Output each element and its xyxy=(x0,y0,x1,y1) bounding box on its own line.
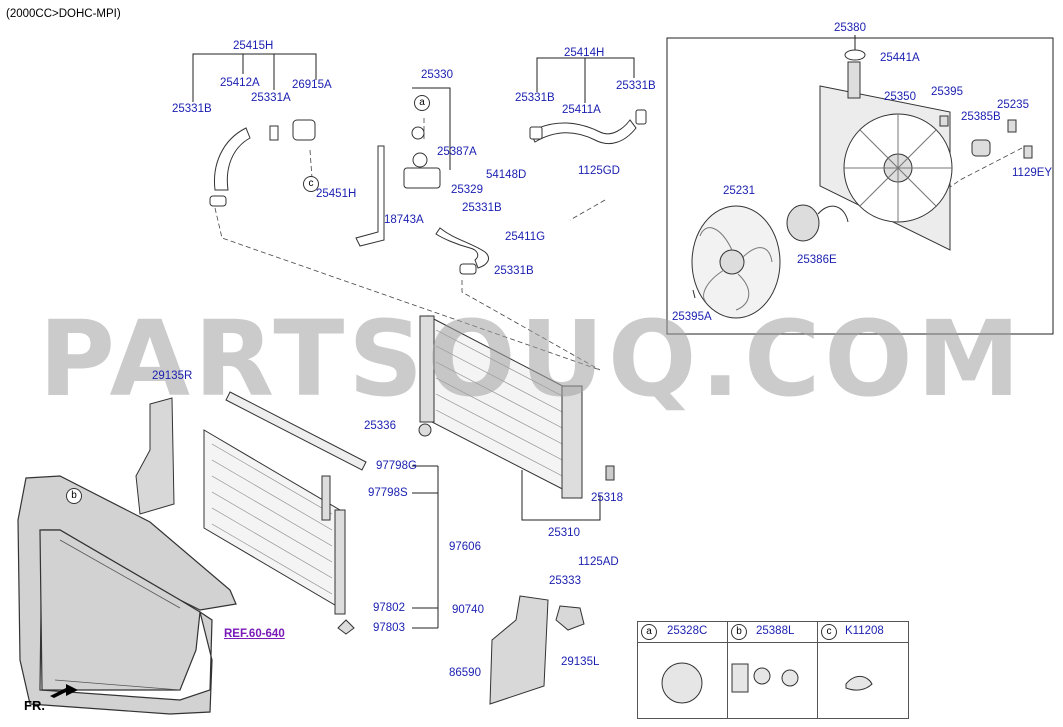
part-label-97798S[interactable]: 97798S xyxy=(368,487,408,499)
part-label-25380[interactable]: 25380 xyxy=(834,22,866,34)
part-label-25329[interactable]: 25329 xyxy=(451,184,483,196)
part-label-25330[interactable]: 25330 xyxy=(421,69,453,81)
part-label-25395A[interactable]: 25395A xyxy=(672,311,712,323)
part-label-25441A[interactable]: 25441A xyxy=(880,52,920,64)
part-label-54148D[interactable]: 54148D xyxy=(486,169,527,181)
part-label-1129EY[interactable]: 1129EY xyxy=(1012,167,1053,179)
part-label-25331B[interactable]: 25331B xyxy=(462,202,502,214)
part-label-25331B[interactable]: 25331B xyxy=(172,103,212,115)
part-label-25395[interactable]: 25395 xyxy=(931,86,963,98)
part-label-25387A[interactable]: 25387A xyxy=(437,146,477,158)
part-label-25318[interactable]: 25318 xyxy=(591,492,623,504)
legend-letter-a: a xyxy=(641,624,657,640)
part-label-25386E[interactable]: 25386E xyxy=(797,254,837,266)
part-label-25451H[interactable]: 25451H xyxy=(316,188,357,200)
part-label-1125GD[interactable]: 1125GD xyxy=(578,165,620,177)
part-label-25310[interactable]: 25310 xyxy=(548,527,580,539)
part-label-25415H[interactable]: 25415H xyxy=(233,40,274,52)
part-label-25331B[interactable]: 25331B xyxy=(515,92,555,104)
legend-letter-b: b xyxy=(731,624,747,640)
part-label-97798G[interactable]: 97798G xyxy=(376,460,417,472)
part-label-97802[interactable]: 97802 xyxy=(373,602,405,614)
legend-part-25388L[interactable]: 25388L xyxy=(756,625,795,637)
part-label-97803[interactable]: 97803 xyxy=(373,622,405,634)
part-label-25331A[interactable]: 25331A xyxy=(251,92,291,104)
front-arrow-icon xyxy=(50,684,78,698)
legend-letter-c: c xyxy=(821,624,837,640)
callout-b: b xyxy=(66,488,82,504)
legend-cell-a xyxy=(638,622,728,718)
callout-c: c xyxy=(303,176,319,192)
part-label-25350[interactable]: 25350 xyxy=(884,91,916,103)
part-label-29135L[interactable]: 29135L xyxy=(561,656,600,668)
part-label-26915A[interactable]: 26915A xyxy=(292,79,332,91)
callout-a: a xyxy=(414,95,430,111)
part-label-18743A[interactable]: 18743A xyxy=(384,214,424,226)
part-label-25414H[interactable]: 25414H xyxy=(564,47,605,59)
part-label-25333[interactable]: 25333 xyxy=(549,575,581,587)
part-label-25412A[interactable]: 25412A xyxy=(220,77,260,89)
part-label-1125AD[interactable]: 1125AD xyxy=(578,556,619,568)
fan-assembly-frame xyxy=(666,37,1054,335)
part-label-25385B[interactable]: 25385B xyxy=(961,111,1001,123)
part-label-90740[interactable]: 90740 xyxy=(452,604,484,616)
part-label-25331B[interactable]: 25331B xyxy=(616,80,656,92)
part-label-25235[interactable]: 25235 xyxy=(997,99,1029,111)
legend-cell-b xyxy=(728,622,818,718)
front-direction-label: FR. xyxy=(24,698,45,713)
part-label-29135R[interactable]: 29135R xyxy=(152,370,193,382)
part-label-25231[interactable]: 25231 xyxy=(723,185,755,197)
legend-part-25328C[interactable]: 25328C xyxy=(667,625,708,637)
legend-table xyxy=(637,621,909,719)
legend-part-K11208[interactable]: K11208 xyxy=(845,625,884,637)
part-label-97606[interactable]: 97606 xyxy=(449,541,481,553)
part-label-25411A[interactable]: 25411A xyxy=(562,104,601,116)
part-label-86590[interactable]: 86590 xyxy=(449,667,481,679)
engine-spec: (2000CC>DOHC-MPI) xyxy=(6,8,121,20)
part-label-25331B[interactable]: 25331B xyxy=(494,265,534,277)
part-label-25336[interactable]: 25336 xyxy=(364,420,396,432)
part-label-25411G[interactable]: 25411G xyxy=(505,231,546,243)
ref-link[interactable]: REF.60-640 xyxy=(224,628,285,640)
